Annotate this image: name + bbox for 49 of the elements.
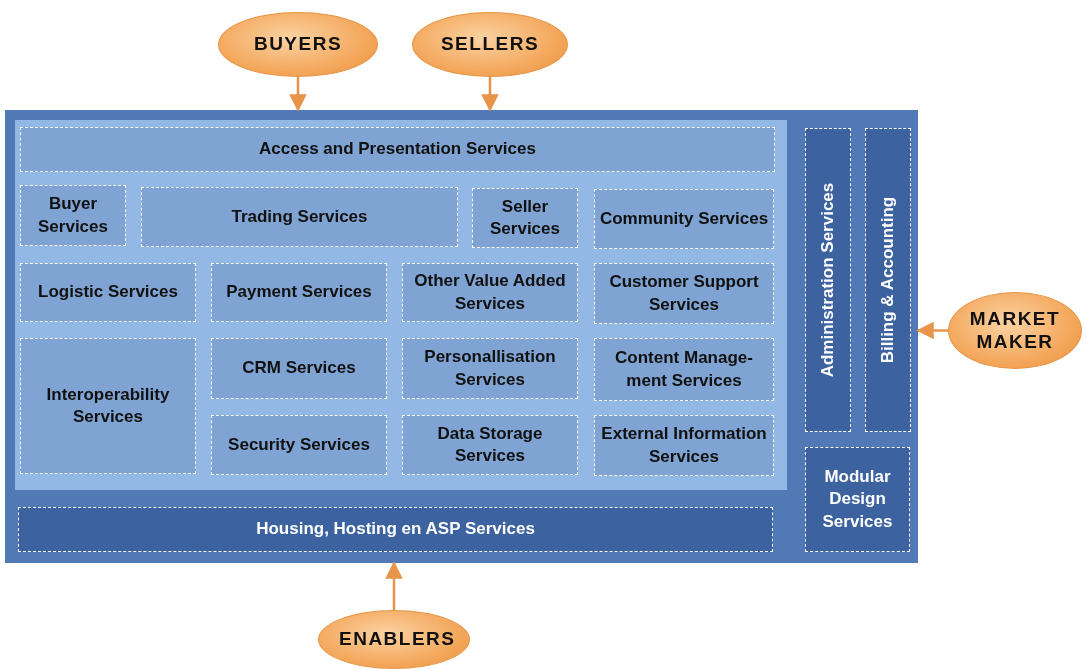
- service-box: [18, 507, 773, 552]
- service-box: [141, 187, 458, 247]
- service-box: [211, 263, 387, 322]
- node-label: Content Manage- ment Services: [614, 347, 754, 392]
- service-box: [865, 128, 911, 432]
- node-label: Administration Services: [816, 182, 838, 378]
- service-box: [594, 338, 774, 401]
- node-label: Personallisation Services: [423, 346, 557, 391]
- service-box: [594, 189, 774, 249]
- node-label: CRM Services: [242, 357, 356, 380]
- node-label: Buyer Services: [37, 193, 109, 238]
- arrow: [289, 77, 307, 112]
- service-box: [805, 447, 910, 552]
- panel: [15, 120, 787, 490]
- node-label: Community Services: [599, 207, 769, 230]
- node-label: Housing, Hosting en ASP Services: [256, 518, 535, 541]
- arrow: [916, 321, 948, 340]
- service-box: [20, 185, 126, 246]
- service-box: [20, 263, 196, 322]
- service-box: [20, 338, 196, 474]
- service-box: [402, 263, 578, 322]
- node-label: Payment Services: [226, 281, 372, 304]
- node-label: Trading Services: [231, 205, 368, 228]
- node-label: BUYERS: [253, 33, 343, 56]
- node-label: Seller Services: [489, 195, 561, 240]
- node-label: Data Storage Services: [436, 422, 544, 467]
- service-box: [20, 127, 775, 172]
- node-label: SELLERS: [440, 33, 540, 56]
- node-label: External Information Services: [600, 423, 768, 468]
- node-label: Other Value Added Services: [413, 270, 567, 315]
- panel: [5, 110, 918, 563]
- service-box: [805, 128, 851, 432]
- service-box: [472, 188, 578, 248]
- service-box: [211, 338, 387, 399]
- node-label: Security Services: [228, 433, 370, 456]
- service-box: [402, 338, 578, 399]
- node-label: Modular Design Services: [821, 466, 894, 533]
- service-box: [402, 415, 578, 475]
- arrow: [481, 77, 499, 112]
- service-box: [211, 415, 387, 475]
- node-label: Billing & Accounting: [876, 196, 898, 364]
- node-label: Access and Presentation Services: [259, 138, 536, 161]
- node-label: MARKET MAKER: [968, 307, 1062, 354]
- service-box: [594, 263, 774, 324]
- service-box: [594, 415, 774, 476]
- node-label: Interoperability Services: [45, 383, 171, 428]
- node-label: Customer Support Services: [608, 271, 760, 316]
- arrow: [385, 561, 403, 610]
- node-label: Logistic Services: [38, 281, 178, 304]
